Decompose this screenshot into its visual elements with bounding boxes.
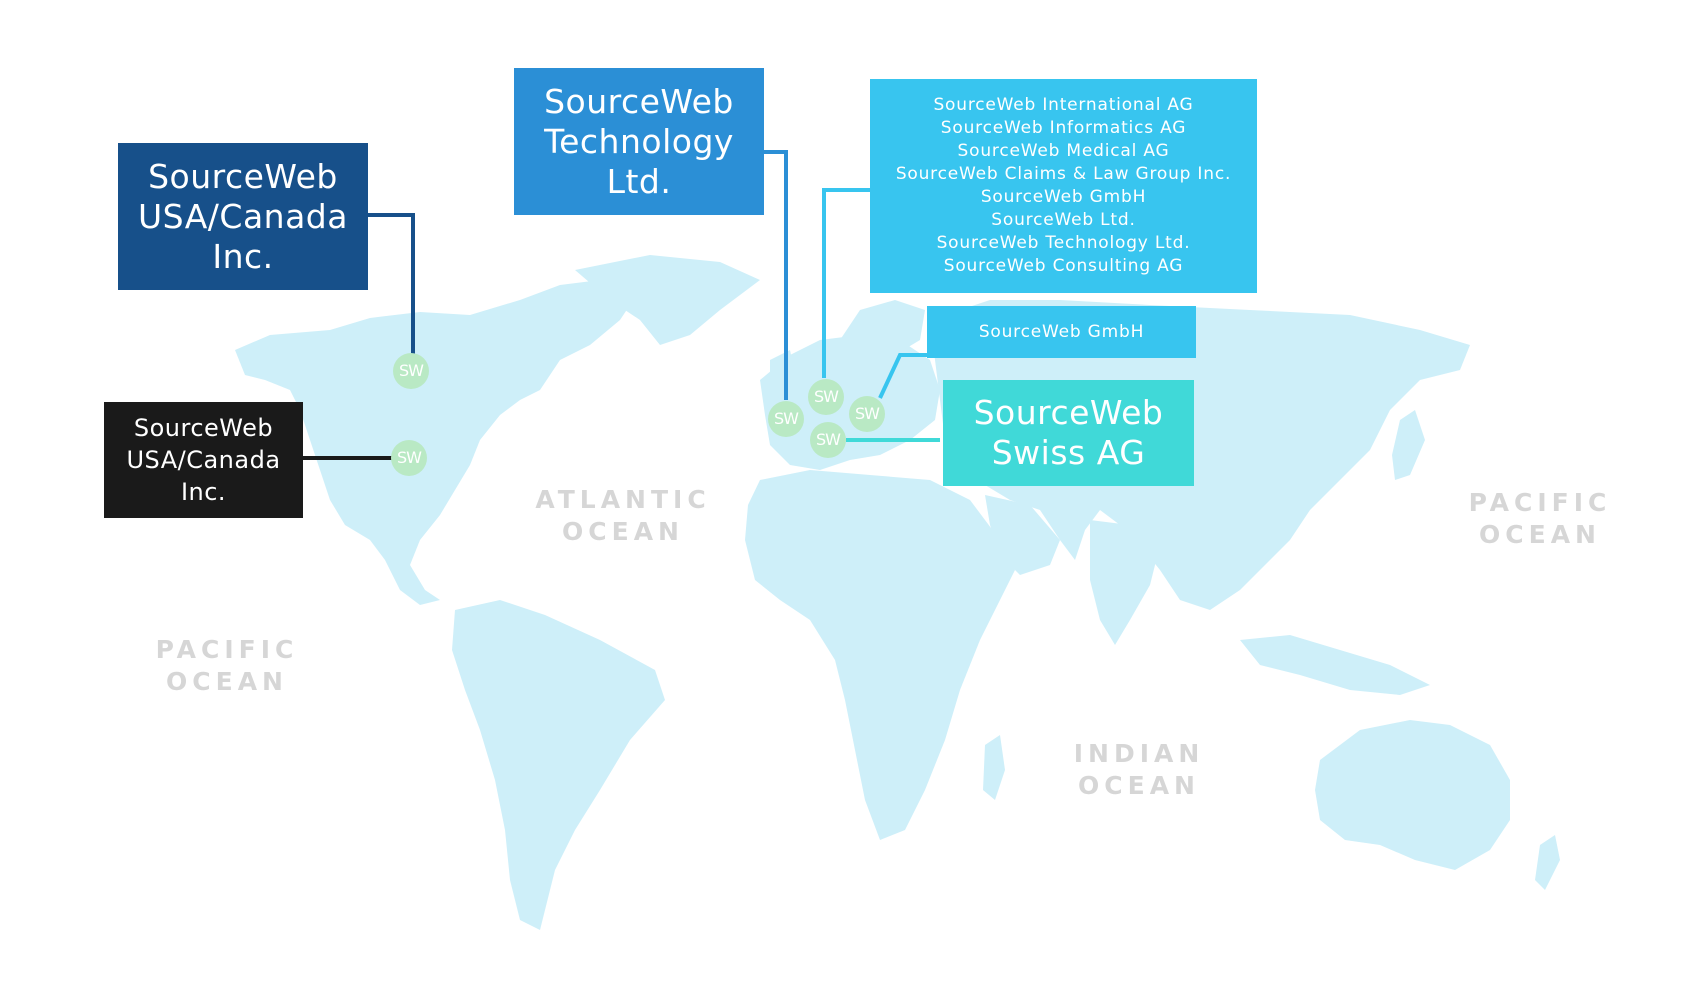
box-technology-line-1: SourceWeb	[544, 81, 734, 121]
box-usa-canada-top[interactable]: SourceWeb USA/Canada Inc.	[118, 143, 368, 290]
box-usa-canada-bottom[interactable]: SourceWeb USA/Canada Inc.	[104, 402, 303, 518]
ocean-label-pacific-left: PACIFIC OCEAN	[127, 634, 327, 698]
ocean-indian-line-2: OCEAN	[1078, 771, 1200, 800]
indonesia-landmass	[1240, 635, 1430, 695]
box-swiss-line-1: SourceWeb	[973, 393, 1164, 432]
arabia-landmass	[985, 495, 1060, 575]
box-gmbh-line-1: SourceWeb GmbH	[978, 321, 1145, 342]
location-marker-switzerland[interactable]: SW	[810, 422, 846, 458]
new-zealand-landmass	[1535, 835, 1560, 890]
connector-technology	[763, 150, 788, 400]
entity-line-7: SourceWeb Technology Ltd.	[936, 233, 1191, 253]
greenland-landmass	[575, 255, 760, 345]
box-usa-canada-top-line-2: USA/Canada	[138, 196, 348, 236]
india-landmass	[1090, 520, 1160, 645]
location-marker-germany-north[interactable]: SW	[808, 379, 844, 415]
box-usa-canada-top-line-1: SourceWeb	[148, 156, 338, 196]
ocean-pacific-left-line-2: OCEAN	[166, 667, 288, 696]
africa-landmass	[745, 470, 1015, 840]
uk-landmass	[770, 350, 795, 395]
ocean-indian-line-1: INDIAN	[1073, 739, 1205, 768]
north-america-landmass	[235, 280, 640, 605]
location-marker-canada[interactable]: SW	[393, 353, 429, 389]
ocean-pacific-right-line-2: OCEAN	[1479, 520, 1601, 549]
australia-landmass	[1315, 720, 1510, 870]
box-entities-list[interactable]: SourceWeb International AG SourceWeb Inf…	[870, 79, 1257, 293]
box-usa-canada-bottom-line-2: USA/Canada	[126, 446, 281, 474]
connector-entities	[822, 188, 870, 378]
entity-line-6: SourceWeb Ltd.	[991, 210, 1136, 230]
entity-line-5: SourceWeb GmbH	[980, 187, 1147, 207]
box-usa-canada-bottom-line-1: SourceWeb	[133, 414, 274, 442]
ocean-label-pacific-right: PACIFIC OCEAN	[1440, 487, 1640, 551]
box-usa-canada-top-line-3: Inc.	[212, 236, 274, 276]
box-technology[interactable]: SourceWeb Technology Ltd.	[514, 68, 764, 215]
asia-landmass	[930, 300, 1470, 610]
entity-line-1: SourceWeb International AG	[933, 95, 1194, 115]
scandinavia-landmass	[840, 300, 925, 358]
connector-usa-top	[367, 213, 415, 355]
box-usa-canada-bottom-line-3: Inc.	[180, 478, 227, 506]
location-marker-germany-east[interactable]: SW	[849, 396, 885, 432]
entity-line-4: SourceWeb Claims & Law Group Inc.	[895, 164, 1232, 184]
ocean-label-atlantic: ATLANTIC OCEAN	[523, 484, 723, 548]
japan-landmass	[1392, 410, 1425, 480]
connector-gmbh	[878, 353, 930, 399]
entity-line-8: SourceWeb Consulting AG	[943, 256, 1184, 276]
box-swiss[interactable]: SourceWeb Swiss AG	[943, 380, 1194, 486]
box-technology-line-2: Technology	[544, 121, 734, 161]
entity-line-2: SourceWeb Informatics AG	[940, 118, 1187, 138]
entity-line-3: SourceWeb Medical AG	[957, 141, 1170, 161]
box-swiss-line-2: Swiss AG	[991, 433, 1146, 472]
ocean-pacific-right-line-1: PACIFIC	[1468, 488, 1612, 517]
ocean-label-indian: INDIAN OCEAN	[1039, 738, 1239, 802]
south-america-landmass	[452, 600, 665, 930]
location-marker-uk[interactable]: SW	[768, 401, 804, 437]
location-marker-usa[interactable]: SW	[391, 440, 427, 476]
ocean-atlantic-line-2: OCEAN	[562, 517, 684, 546]
box-gmbh[interactable]: SourceWeb GmbH	[927, 306, 1196, 358]
box-technology-line-3: Ltd.	[606, 161, 672, 201]
madagascar-landmass	[983, 735, 1005, 800]
ocean-pacific-left-line-1: PACIFIC	[155, 635, 299, 664]
ocean-atlantic-line-1: ATLANTIC	[535, 485, 711, 514]
